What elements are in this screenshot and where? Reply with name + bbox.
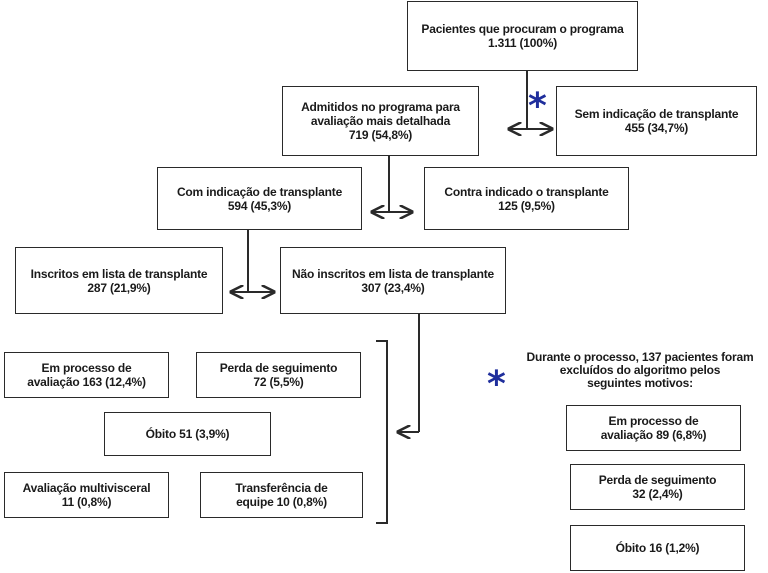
node-label: Sem indicação de transplante (574, 107, 739, 121)
node-team-transfer: Transferência de equipe 10 (0,8%) (200, 472, 363, 518)
node-count: 1.311 (100%) (488, 36, 557, 50)
node-not-listed: Não inscritos em lista de transplante 30… (280, 247, 506, 314)
note-line: seguintes motivos: (587, 376, 693, 390)
node-in-evaluation: Em processo de avaliação 163 (12,4%) (4, 352, 169, 398)
node-count: 719 (54,8%) (348, 128, 413, 142)
node-count: Óbito 16 (1,2%) (615, 541, 700, 555)
node-multivisceral: Avaliação multivisceral 11 (0,8%) (4, 472, 169, 518)
node-admitted: Admitidos no programa para avaliação mai… (282, 86, 479, 156)
node-label: avaliação mais detalhada (310, 114, 451, 128)
node-label: Não inscritos em lista de transplante (292, 266, 494, 281)
node-patients-seeking: Pacientes que procuram o programa 1.311 … (407, 1, 638, 71)
exclusion-note: Durante o processo, 137 pacientes foram … (512, 351, 768, 390)
node-count: 455 (34,7%) (624, 121, 689, 135)
node-contraindicated: Contra indicado o transplante 125 (9,5%) (424, 167, 629, 230)
node-label: Avaliação multivisceral (22, 481, 151, 495)
node-excluded-evaluation: Em processo de avaliação 89 (6,8%) (566, 405, 741, 451)
node-label: Em processo de (41, 361, 132, 375)
node-label: Em processo de (608, 414, 699, 428)
node-count: 307 (23,4%) (361, 280, 425, 295)
node-label: Inscritos em lista de transplante (30, 266, 208, 281)
node-excluded-death: Óbito 16 (1,2%) (570, 525, 745, 571)
asterisk-icon: * (528, 86, 547, 127)
node-count: equipe 10 (0,8%) (236, 495, 327, 509)
node-count: 125 (9,5%) (498, 198, 555, 213)
note-line: excluídos do algoritmo pelos (559, 363, 721, 377)
node-label: Pacientes que procuram o programa (421, 22, 624, 36)
node-label: Perda de seguimento (219, 361, 338, 375)
node-label: Com indicação de transplante (176, 184, 343, 199)
node-label: Perda de seguimento (598, 473, 717, 487)
outcomes-bracket (376, 340, 388, 524)
node-count: avaliação 89 (6,8%) (600, 428, 707, 442)
node-count: 287 (21,9%) (87, 280, 151, 295)
node-listed: Inscritos em lista de transplante 287 (2… (15, 247, 223, 314)
node-with-indication: Com indicação de transplante 594 (45,3%) (157, 167, 362, 230)
node-label: Contra indicado o transplante (444, 184, 609, 199)
asterisk-icon: * (487, 364, 506, 405)
node-label: Admitidos no programa para (301, 100, 460, 114)
node-count: 11 (0,8%) (61, 495, 112, 509)
note-line: Durante o processo, 137 pacientes foram (526, 350, 754, 364)
node-label: Transferência de (235, 481, 328, 495)
node-no-indication: Sem indicação de transplante 455 (34,7%) (556, 86, 757, 156)
node-lost-followup: Perda de seguimento 72 (5,5%) (196, 352, 361, 398)
node-count: 72 (5,5%) (253, 375, 304, 389)
node-excluded-lost: Perda de seguimento 32 (2,4%) (570, 464, 745, 510)
node-count: avaliação 163 (12,4%) (27, 375, 146, 389)
node-death: Óbito 51 (3,9%) (104, 412, 271, 456)
node-count: 594 (45,3%) (227, 198, 292, 213)
node-count: Óbito 51 (3,9%) (145, 427, 230, 441)
node-count: 32 (2,4%) (632, 487, 683, 501)
